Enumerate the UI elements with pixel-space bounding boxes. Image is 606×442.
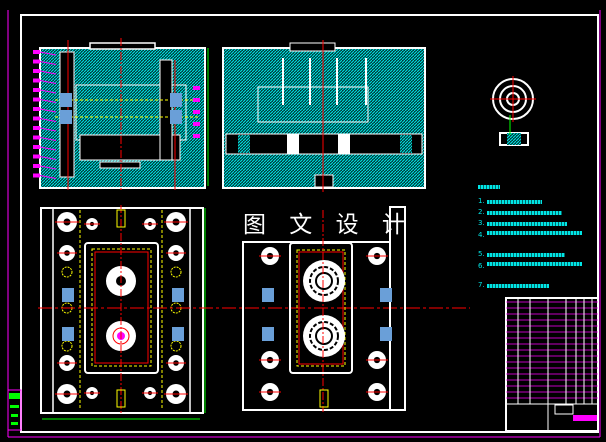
requirement-item: 5. <box>478 249 588 260</box>
part-number-label <box>33 50 40 54</box>
section-view-right[interactable] <box>222 40 426 192</box>
part-number-label <box>33 59 40 64</box>
leader-line <box>39 51 57 56</box>
screw-icon <box>172 327 184 341</box>
watermark-text: 图 文 设 计 <box>243 212 413 238</box>
requirement-item: 6. <box>478 260 588 280</box>
part-number-label <box>193 110 200 114</box>
screw-icon <box>380 288 392 302</box>
screw-icon <box>62 288 74 302</box>
part-number-label <box>193 134 200 138</box>
part-number-label <box>33 154 40 159</box>
requirement-item: 1. <box>478 196 588 207</box>
screw-icon <box>262 288 274 302</box>
screw-icon <box>172 288 184 302</box>
part-number-label <box>33 97 40 102</box>
part-number-label <box>193 98 200 102</box>
guide-pin <box>170 266 182 278</box>
part-number-label <box>33 107 40 111</box>
part-number-label <box>33 164 40 168</box>
drawing-border <box>7 10 601 438</box>
leader-line <box>39 146 57 151</box>
leader-line <box>39 156 57 160</box>
requirement-item: 2. <box>478 207 588 218</box>
detail-part-view[interactable] <box>490 76 536 146</box>
part-number-label <box>33 145 40 149</box>
leader-line <box>39 118 57 122</box>
part-number-label <box>33 88 40 92</box>
part-number-label <box>33 126 40 130</box>
part-number-label <box>193 86 200 90</box>
leader-line <box>39 108 57 113</box>
screw-icon <box>380 327 392 341</box>
leader-line <box>39 137 57 141</box>
requirement-item: 3. <box>478 218 588 229</box>
leader-line <box>39 175 57 179</box>
leader-line <box>39 165 57 170</box>
leader-line <box>39 89 57 94</box>
leader-line <box>39 70 57 75</box>
leader-line <box>39 61 57 65</box>
guide-pin <box>170 340 182 352</box>
leader-line <box>39 99 57 103</box>
guide-pin <box>61 340 73 352</box>
plan-view-moving-half[interactable] <box>40 205 206 420</box>
part-leader-labels <box>33 50 200 179</box>
screw-icon <box>62 327 74 341</box>
section-view-left[interactable] <box>39 38 209 192</box>
title-block[interactable] <box>505 297 599 432</box>
technical-requirements: 1. 2. 3. 4. 5. 6. 7. <box>478 184 588 291</box>
requirements-heading <box>478 184 588 193</box>
part-number-label <box>33 116 40 121</box>
left-stamp-strip <box>7 389 22 431</box>
part-number-label <box>33 78 40 83</box>
leader-line <box>39 80 57 84</box>
part-number-label <box>33 173 40 178</box>
screw-icon <box>262 327 274 341</box>
requirement-item: 4. <box>478 229 588 249</box>
guide-pin <box>61 266 73 278</box>
plan-view-fixed-half[interactable] <box>242 206 406 412</box>
leader-line <box>39 127 57 132</box>
part-number-label <box>33 135 40 140</box>
part-number-label <box>33 69 40 73</box>
requirement-item: 7. <box>478 280 588 291</box>
part-number-label <box>193 122 200 126</box>
